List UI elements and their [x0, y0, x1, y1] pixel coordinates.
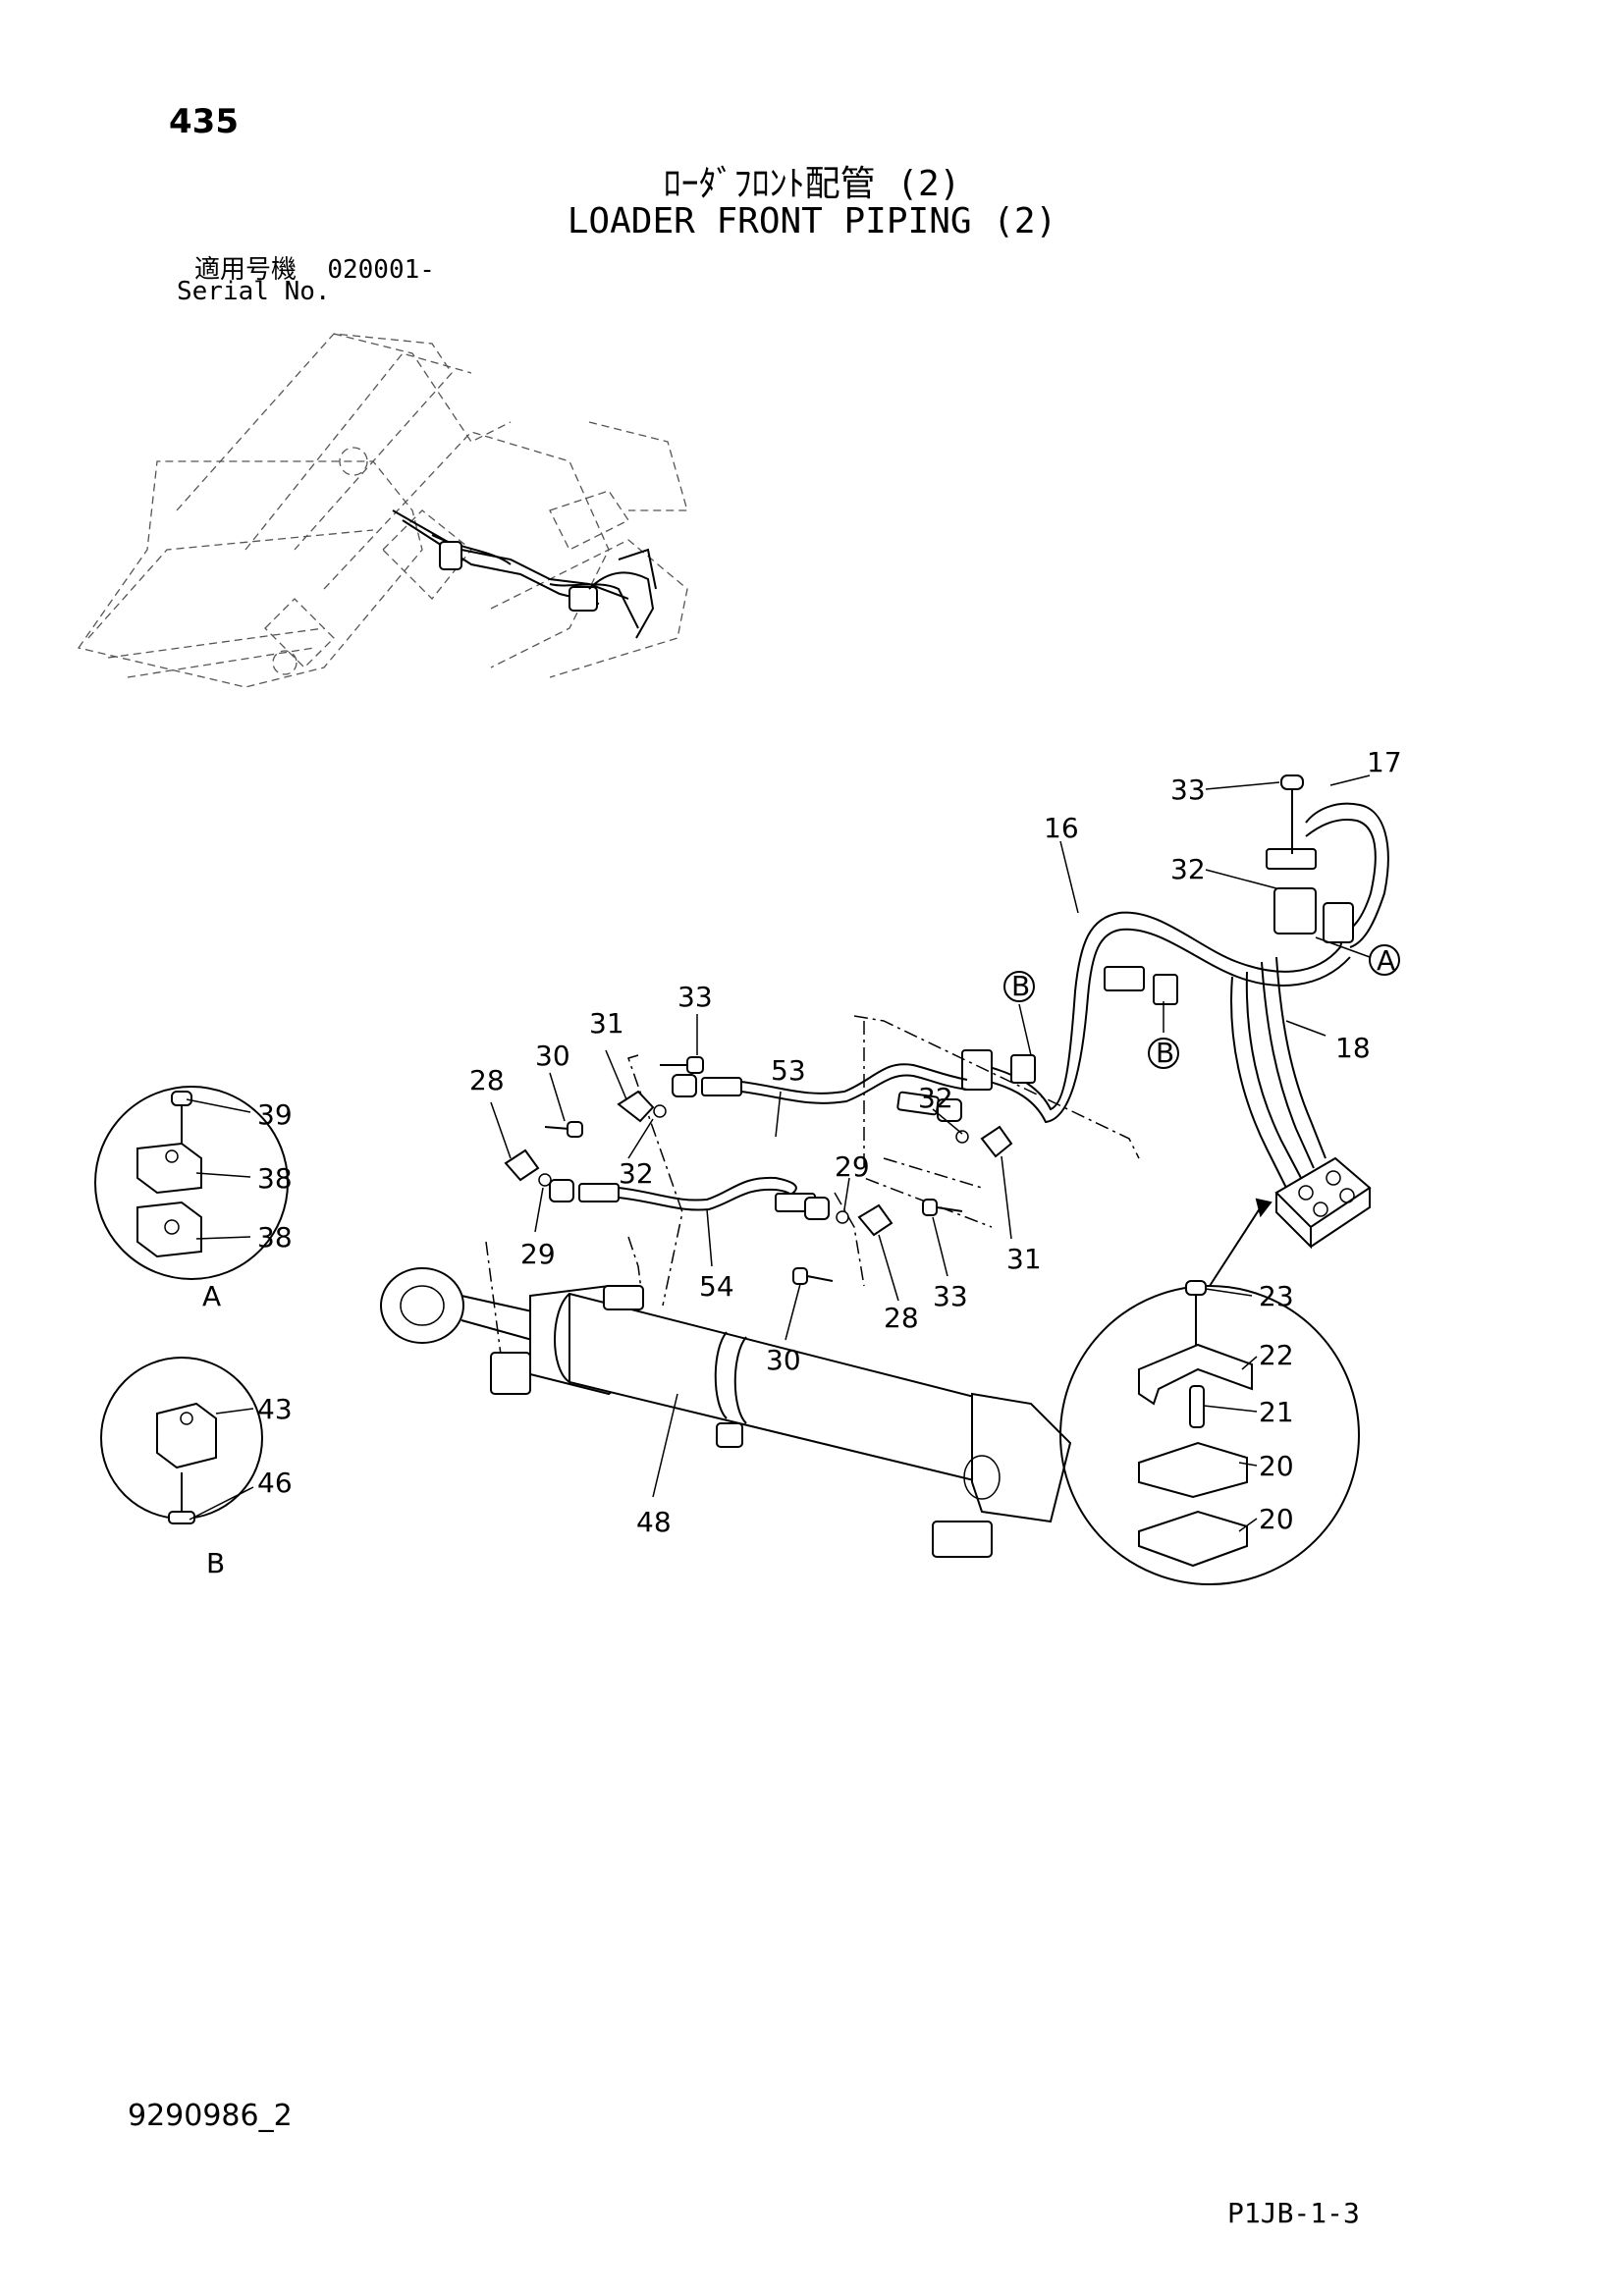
hydraulic-cylinder — [380, 1267, 1072, 1558]
callout-43: 43 — [257, 1393, 293, 1425]
detail-view-a — [94, 1086, 289, 1280]
callout-22: 22 — [1259, 1339, 1294, 1371]
reference-markers — [1003, 944, 1400, 1069]
callout-32: 32 — [1170, 853, 1206, 885]
callout-18: 18 — [1335, 1032, 1371, 1064]
fasteners — [504, 1056, 1013, 1285]
title-english: LOADER FRONT PIPING (2) — [567, 201, 1057, 241]
callout-54: 54 — [699, 1270, 734, 1303]
detail-view-b — [100, 1357, 263, 1524]
callout-21: 21 — [1259, 1396, 1294, 1428]
serial-number-row: 適用号機 020001- — [194, 249, 435, 286]
callout-32: 32 — [918, 1082, 953, 1114]
serial-label-japanese: 適用号機 — [194, 255, 298, 285]
callout-28: 28 — [469, 1064, 505, 1096]
callout-38: 38 — [257, 1221, 293, 1254]
callout-32: 32 — [619, 1157, 654, 1190]
callout-b-marker-1: B — [1011, 970, 1030, 1002]
callout-33: 33 — [933, 1280, 968, 1312]
callout-29: 29 — [520, 1238, 556, 1270]
hose-assemblies — [485, 1054, 968, 1356]
leader-lines — [186, 774, 1371, 1532]
callout-16: 16 — [1044, 812, 1079, 844]
callout-53: 53 — [771, 1054, 806, 1087]
callout-33: 33 — [677, 981, 713, 1013]
callout-38: 38 — [257, 1162, 293, 1195]
callout-b-marker-2: B — [1156, 1037, 1174, 1069]
page-number: 435 — [169, 102, 239, 141]
detail-label-a: A — [202, 1280, 221, 1312]
document-number: 9290986_2 — [128, 2099, 293, 2133]
callout-23: 23 — [1259, 1280, 1294, 1312]
callout-30: 30 — [535, 1040, 570, 1072]
callout-28: 28 — [884, 1302, 919, 1334]
callout-29: 29 — [835, 1150, 870, 1183]
callout-30: 30 — [766, 1344, 801, 1376]
callout-31: 31 — [1006, 1243, 1042, 1275]
loader-overview-illustration — [77, 333, 688, 688]
callout-labels: 17 33 16 32 A B B 18 33 31 53 28 30 32 3… — [202, 746, 1402, 1579]
serial-value: 020001- — [327, 255, 435, 285]
callout-39: 39 — [257, 1098, 293, 1131]
callout-33: 33 — [1170, 774, 1206, 806]
detail-view-terminal-block — [1059, 1198, 1360, 1585]
callout-a-marker: A — [1377, 944, 1395, 977]
main-piping-assembly — [853, 774, 1389, 1250]
callout-20: 20 — [1259, 1503, 1294, 1535]
detail-label-b: B — [206, 1547, 225, 1579]
page-code: P1JB-1-3 — [1227, 2197, 1360, 2229]
callout-46: 46 — [257, 1467, 293, 1499]
callout-31: 31 — [589, 1007, 624, 1040]
serial-label-english: Serial No. — [177, 277, 331, 306]
title-japanese: ﾛｰﾀﾞﾌﾛﾝﾄ配管 (2) — [663, 164, 961, 204]
callout-48: 48 — [636, 1506, 672, 1538]
callout-20: 20 — [1259, 1450, 1294, 1482]
callout-17: 17 — [1367, 746, 1402, 778]
